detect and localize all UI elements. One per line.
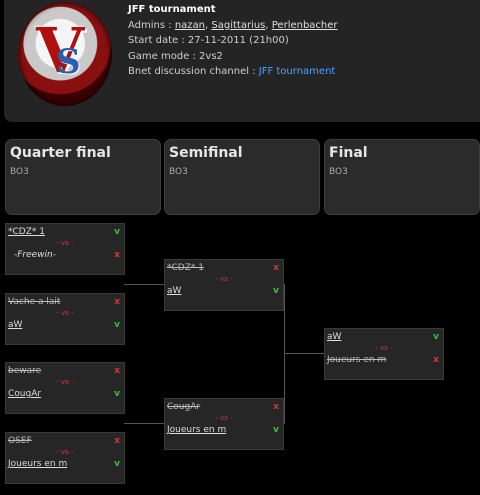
vs-label: - vs -: [56, 239, 74, 247]
bracket-connector: [284, 284, 285, 424]
win-mark: v: [433, 332, 439, 342]
loss-mark: x: [114, 366, 120, 376]
team-name[interactable]: Joueurs en m: [167, 425, 227, 435]
bracket-connector: [124, 284, 164, 285]
bracket-connector: [284, 353, 324, 354]
team-name[interactable]: CougAr: [8, 389, 42, 399]
win-mark: v: [273, 286, 279, 296]
admin-link-sagittarius[interactable]: Sagittarius: [211, 19, 266, 31]
admins-line: Admins : nazan, Sagittarius, Perlenbache…: [128, 19, 338, 31]
win-mark: v: [273, 425, 279, 435]
team-name[interactable]: Vache a lait: [8, 297, 61, 307]
match-final: aW v - vs - Joueurs en m x: [324, 328, 444, 380]
tournament-details: JFF tournament Admins : nazan, Sagittari…: [128, 2, 338, 80]
team-name[interactable]: beware: [8, 366, 42, 376]
start-date: Start date : 27-11-2011 (21h00): [128, 35, 289, 46]
admin-link-nazan[interactable]: nazan: [174, 19, 206, 31]
vs-label: - vs -: [56, 378, 74, 386]
round-header-quarter-final: Quarter final BO3: [5, 139, 161, 215]
loss-mark: x: [273, 263, 279, 273]
vs-label: - vs -: [56, 309, 74, 317]
team-name[interactable]: aW: [167, 286, 182, 296]
round-header-semifinal: Semifinal BO3: [164, 139, 320, 215]
tournament-title: JFF tournament: [128, 4, 216, 15]
round-header-final: Final BO3: [324, 139, 480, 215]
team-name[interactable]: Joueurs en m: [8, 459, 68, 469]
loss-mark: x: [114, 297, 120, 307]
match-sf2: CougAr x - vs - Joueurs en m v: [164, 398, 284, 450]
team-name[interactable]: *CDZ* 1: [167, 263, 204, 273]
team-name[interactable]: aW: [327, 332, 342, 342]
win-mark: v: [114, 459, 120, 469]
game-mode: Game mode : 2vs2: [128, 50, 223, 62]
team-name[interactable]: CougAr: [167, 402, 201, 412]
team-name[interactable]: Joueurs en m: [327, 355, 387, 365]
win-mark: v: [114, 320, 120, 330]
loss-mark: x: [114, 436, 120, 446]
match-qf4: OSEF x - vs - Joueurs en m v: [5, 432, 125, 484]
vs-label: - vs -: [215, 275, 233, 283]
team-name[interactable]: *CDZ* 1: [8, 227, 45, 237]
loss-mark: x: [273, 402, 279, 412]
loss-mark: x: [433, 355, 439, 365]
team-name[interactable]: OSEF: [8, 436, 32, 446]
win-mark: v: [114, 389, 120, 399]
match-qf3: beware x - vs - CougAr v: [5, 362, 125, 414]
loss-mark: x: [114, 250, 120, 260]
bnet-channel-line: Bnet discussion channel : JFF tournament: [128, 66, 336, 77]
vs-label: - vs -: [215, 414, 233, 422]
bnet-channel-link[interactable]: JFF tournament: [258, 66, 336, 77]
vs-label: - vs -: [56, 448, 74, 456]
match-qf1: *CDZ* 1 v - vs - -Freewin- x: [5, 223, 125, 275]
match-qf2: Vache a lait x - vs - aW v: [5, 293, 125, 345]
match-sf1: *CDZ* 1 x - vs - aW v: [164, 259, 284, 311]
team-name[interactable]: aW: [8, 320, 23, 330]
team-name: -Freewin-: [14, 250, 57, 260]
win-mark: v: [114, 227, 120, 237]
bracket-connector: [124, 423, 164, 424]
vs-label: - vs -: [375, 344, 393, 352]
admin-link-perlenbacher[interactable]: Perlenbacher: [271, 19, 338, 31]
